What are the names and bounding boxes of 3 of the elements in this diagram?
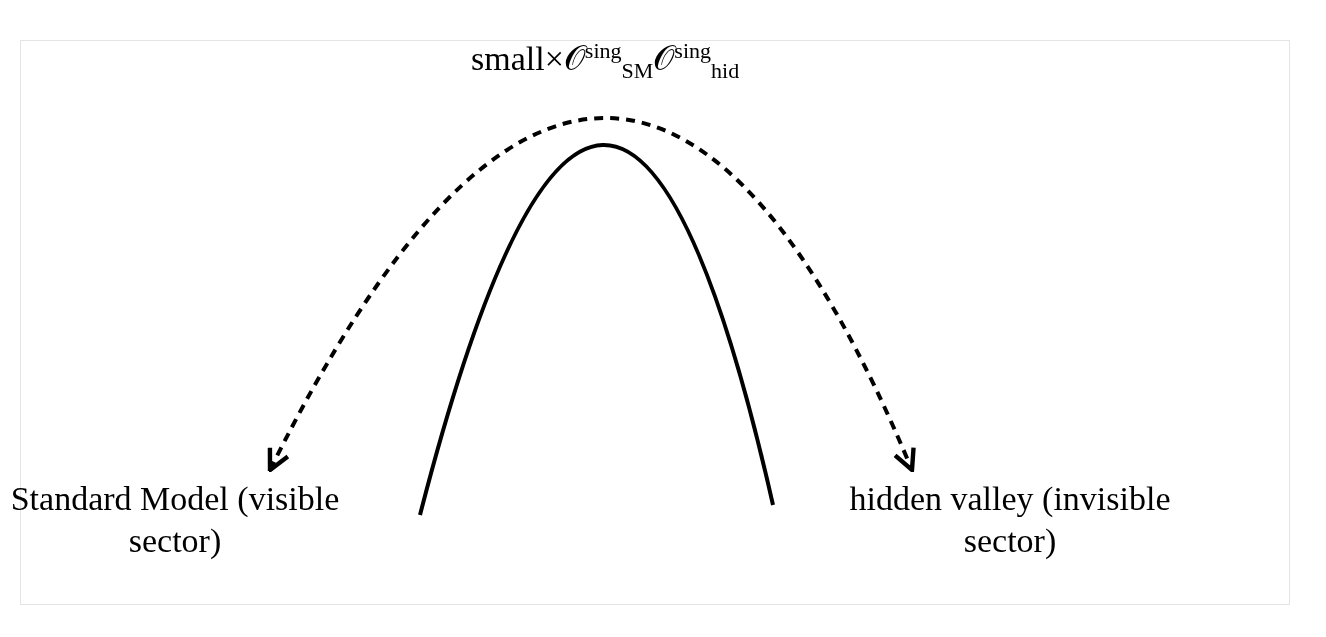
sector-label: Standard Model (visible sector) [0,478,350,562]
double-headed-arrow [267,116,915,473]
sector-label: hidden valley (invisible sector) [830,478,1190,562]
